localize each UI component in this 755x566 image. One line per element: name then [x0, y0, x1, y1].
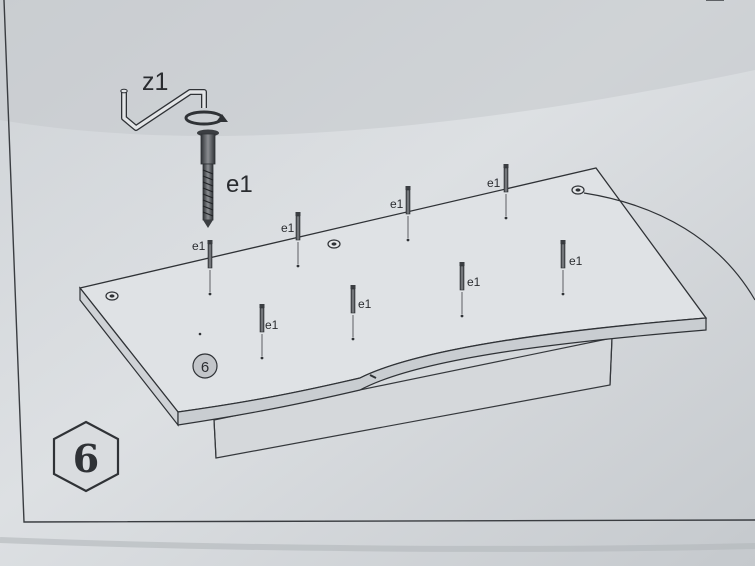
callout-e1: e1 [487, 176, 501, 190]
callout-e1: e1 [281, 221, 295, 235]
part-label-e1-large: e1 [226, 171, 253, 198]
panel-marker: 6 [192, 353, 218, 379]
callout-e1: e1 [358, 297, 372, 311]
callout-e1: e1 [467, 275, 481, 289]
step-number: 6 [73, 436, 99, 481]
callout-e1: e1 [569, 254, 583, 268]
callout-e1: e1 [390, 197, 404, 211]
frame-border [3, 0, 755, 523]
rotation-arrow-icon [184, 110, 228, 126]
desktop-board [78, 167, 708, 427]
step-number-badge: 6 [52, 420, 120, 493]
callout-e1: e1 [265, 318, 279, 332]
paper-fold-shadow [0, 0, 755, 136]
cam-hole-center [327, 239, 341, 249]
panel-marker-number: 6 [201, 359, 209, 376]
cable-line [583, 192, 755, 301]
allen-key-z1 [120, 88, 207, 131]
cam-hole-right [571, 185, 585, 195]
callout-e1: e1 [192, 239, 206, 253]
screw-e1-large [197, 129, 219, 228]
small-dot [198, 332, 202, 336]
part-label-z1: z1 [142, 68, 168, 96]
side-support-panel [213, 337, 613, 459]
paper-crease [0, 537, 755, 552]
cam-hole-left [105, 291, 119, 301]
